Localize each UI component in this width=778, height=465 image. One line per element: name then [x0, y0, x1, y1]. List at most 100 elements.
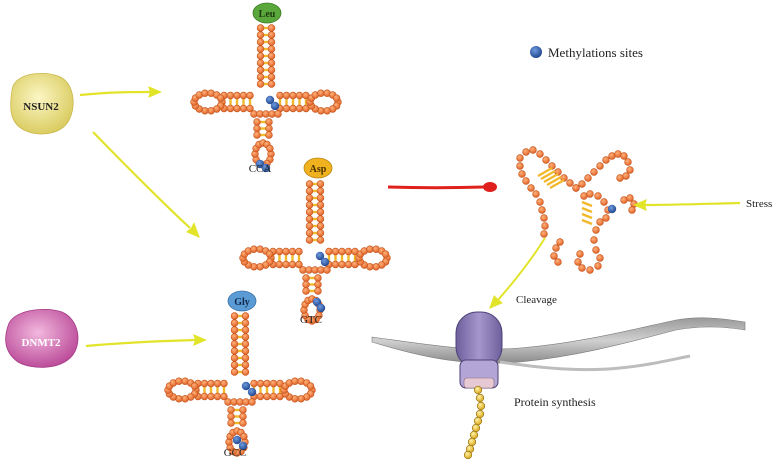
dnmt2-enzyme: DNMT2 — [5, 309, 79, 368]
nucleotide — [624, 158, 632, 166]
nucleotide — [201, 89, 209, 97]
arrow-stress — [633, 199, 741, 211]
nucleotide — [590, 168, 598, 176]
nucleotide — [295, 104, 304, 113]
nucleotide — [344, 247, 353, 256]
methylation-site — [320, 257, 330, 267]
nucleotide — [282, 104, 291, 113]
nucleotide — [314, 280, 322, 289]
nucleotide — [594, 262, 602, 270]
nucleotide — [282, 260, 290, 269]
nucleotide — [275, 260, 284, 269]
nucleotide — [227, 419, 235, 427]
nucleotide — [267, 73, 276, 81]
nucleotide — [331, 247, 340, 256]
nucleotide — [256, 31, 265, 39]
mrna-ribbon — [371, 317, 746, 372]
methylation-site — [247, 387, 257, 397]
base-pair — [581, 212, 593, 220]
nucleotide — [316, 229, 325, 237]
nucleotide — [314, 287, 322, 295]
amino-acid — [476, 401, 486, 411]
nucleotide — [592, 226, 600, 234]
nucleotide — [239, 412, 247, 421]
nucleotide — [239, 406, 247, 414]
arrow-dnmt2-to-gly — [85, 334, 207, 348]
nucleotide — [207, 379, 215, 388]
nucleotide — [220, 379, 228, 388]
protein-synthesis-label: Protein synthesis — [514, 395, 596, 409]
nucleotide — [538, 206, 546, 214]
nucleotide — [586, 190, 594, 198]
nucleotide — [239, 419, 247, 427]
methylation-site — [261, 163, 271, 173]
nucleotide — [518, 170, 526, 178]
nucleotide — [297, 395, 305, 403]
nucleotide — [200, 379, 209, 388]
nucleotide — [227, 412, 235, 421]
base-pair — [543, 172, 559, 184]
nucleotide — [265, 124, 273, 133]
nucleotide — [230, 312, 239, 320]
nucleotide — [256, 24, 265, 32]
nucleotide — [256, 379, 265, 388]
nucleotide — [616, 174, 624, 182]
nucleotide — [584, 174, 592, 182]
nucleotide — [181, 395, 189, 403]
nucleotide — [305, 180, 314, 188]
nucleotide — [586, 266, 594, 274]
nucleotide — [207, 107, 215, 115]
nucleotide — [314, 274, 322, 282]
nucleotide — [230, 340, 239, 348]
nucleotide — [233, 104, 241, 113]
nucleotide — [267, 80, 276, 88]
cleaved-trna — [516, 146, 638, 274]
nucleotide — [267, 52, 276, 60]
nucleotide — [529, 146, 537, 154]
nucleotide — [256, 45, 265, 53]
nucleotide — [522, 148, 530, 156]
methylation-site — [316, 303, 326, 313]
nucleotide — [190, 382, 199, 390]
methylation-site — [238, 441, 248, 451]
gly-anticodon: GCC — [224, 447, 247, 459]
nucleotide — [256, 52, 265, 60]
nucleotide — [302, 287, 310, 295]
nucleotide — [527, 184, 535, 192]
nucleotide — [542, 156, 550, 164]
base-pair — [537, 166, 553, 178]
inhibition-line — [387, 182, 497, 192]
nucleotide — [295, 91, 304, 100]
nucleotide — [267, 45, 276, 53]
nucleotide — [267, 38, 276, 46]
nucleotide — [230, 333, 239, 341]
nucleotide — [233, 91, 241, 100]
nucleotide — [316, 180, 325, 188]
nucleotide — [596, 162, 604, 170]
nucleotide — [302, 274, 310, 282]
nucleotide — [600, 198, 608, 206]
nucleotide — [316, 208, 325, 216]
nucleotide — [306, 382, 315, 390]
nucleotide — [331, 260, 340, 269]
nucleotide — [256, 59, 265, 67]
nucleotide — [522, 177, 530, 185]
nucleotide — [253, 124, 261, 133]
nucleotide — [578, 264, 586, 272]
amino-acid — [473, 416, 483, 426]
trna-asp — [239, 180, 391, 325]
nucleotide — [241, 368, 250, 376]
nucleotide — [269, 392, 278, 401]
nucleotide — [516, 162, 524, 170]
nucleotide — [275, 247, 284, 256]
nucleotide — [241, 361, 250, 369]
amino-acid — [469, 430, 479, 440]
nucleotide — [317, 89, 325, 97]
nucleotide — [256, 80, 265, 88]
nucleotide — [316, 222, 325, 230]
nucleotide — [213, 392, 222, 401]
nucleotide — [626, 166, 634, 174]
nucleotide — [305, 229, 314, 237]
nucleotide — [554, 258, 562, 266]
